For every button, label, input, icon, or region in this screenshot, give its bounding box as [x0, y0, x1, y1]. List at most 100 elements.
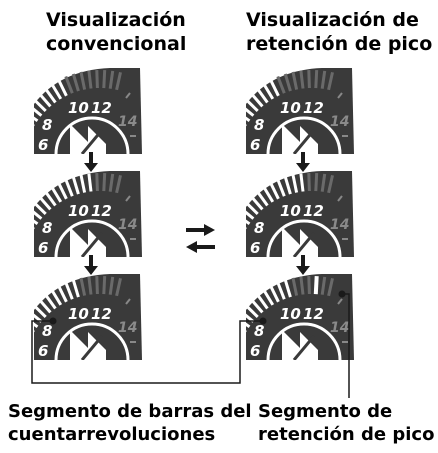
- tachometer-bar-segment: [320, 276, 327, 295]
- tachometer-bar-segment: [242, 103, 255, 117]
- tachometer-bar-segment: [31, 97, 47, 112]
- gauge-label: 12: [91, 305, 112, 323]
- tachometer-bar-segment: [64, 281, 74, 300]
- tachometer-bar-segment: [242, 109, 251, 123]
- gauge-tick: [125, 298, 131, 305]
- tachometer-bar-segment: [299, 173, 305, 192]
- tachometer-bar-segment: [79, 71, 87, 90]
- gauge-label: 12: [91, 99, 112, 117]
- tachometer-bar-segment: [291, 277, 299, 296]
- gauge-label: 10: [280, 99, 301, 117]
- tachometer-bar-segment: [242, 309, 255, 323]
- tachometer-bar-segment: [71, 73, 80, 92]
- gauge-label: 6: [250, 239, 260, 257]
- tachometer-bar-segment: [262, 185, 275, 203]
- tachometer-bar-segment: [30, 206, 43, 220]
- gauge-tick: [337, 298, 343, 305]
- tachometer-gauge-graphic: 6 8 10 12 14: [242, 64, 362, 154]
- tachometer-bar-segment: [30, 109, 39, 123]
- tachometer-bar-segment: [30, 309, 43, 323]
- tachometer-bar-segment: [262, 288, 275, 306]
- gauge-label: 14: [118, 217, 137, 233]
- gauge-peak-hold-step-1: 6 8 10 12 14: [242, 64, 362, 154]
- tachometer-bar-segment: [327, 277, 334, 297]
- logo-mark: [282, 227, 318, 257]
- tachometer-bar-segment: [269, 182, 280, 200]
- tachometer-bar-segment: [327, 174, 334, 194]
- gauge-label: 8: [254, 116, 264, 134]
- heading-line: Visualización: [46, 9, 186, 31]
- tachometer-gauge-graphic: 6 8 10 12 14: [30, 167, 150, 257]
- tachometer-bar-segment: [255, 87, 269, 104]
- heading-conventional: Visualización convencional: [46, 8, 186, 56]
- tachometer-bar-segment: [95, 276, 99, 295]
- tachometer-bar-segment: [102, 173, 107, 192]
- tachometer-bar-segment: [242, 218, 247, 231]
- tachometer-gauge-graphic: 6 8 10 12 14: [30, 270, 150, 360]
- tachometer-bar-segment: [320, 173, 327, 192]
- tachometer-bar-segment: [299, 276, 305, 295]
- gauge-face: [246, 68, 354, 154]
- gauge-label: 10: [280, 202, 301, 220]
- tachometer-bar-segment: [249, 297, 264, 314]
- gauge-label: 8: [254, 219, 264, 237]
- gauge-tick: [337, 195, 343, 202]
- logo-mark: [282, 124, 318, 154]
- tachometer-bar-segment: [307, 276, 311, 295]
- tachometer-bar-segment: [283, 176, 292, 195]
- tachometer-bar-segment: [31, 200, 47, 215]
- gauge-label: 8: [42, 322, 52, 340]
- tachometer-bar-segment: [30, 212, 39, 226]
- gauge-label: 10: [68, 202, 89, 220]
- tachometer-bar-segment: [276, 75, 286, 94]
- tachometer-bar-segment: [276, 281, 286, 300]
- tachometer-bar-segment: [102, 70, 107, 89]
- gauge-label: 6: [250, 136, 260, 154]
- caption-line: Segmento de barras del: [8, 401, 252, 422]
- tachometer-bar-segment: [79, 174, 87, 193]
- tachometer-bar-segment: [242, 212, 251, 226]
- gauge-tick: [125, 92, 131, 99]
- heading-line: Visualización de: [246, 9, 419, 31]
- tachometer-bar-segment: [64, 75, 74, 94]
- gauge-label: 6: [250, 342, 260, 360]
- gauge-peak-hold-step-3: 6 8 10 12 14: [242, 270, 362, 360]
- tachometer-bar-segment: [30, 218, 35, 231]
- gauge-label: 8: [42, 116, 52, 134]
- tachometer-bar-segment: [314, 70, 319, 89]
- gauge-face: [246, 171, 354, 257]
- gauge-label: 14: [330, 320, 349, 336]
- gauge-tick: [125, 195, 131, 202]
- tachometer-bar-segment: [37, 297, 52, 314]
- tachometer-bars: [242, 173, 334, 237]
- caption-line: cuentarrevoluciones: [8, 424, 216, 445]
- logo-mark: [282, 330, 318, 360]
- tachometer-bar-segment: [50, 82, 63, 100]
- tachometer-bar-segment: [299, 70, 305, 89]
- tachometer-bar-segment: [57, 285, 68, 303]
- tachometer-bar-segment: [95, 173, 99, 192]
- tachometer-bar-segment: [307, 173, 311, 192]
- tachometer-bar-segment: [43, 293, 57, 310]
- gauge-label: 10: [280, 305, 301, 323]
- tachometer-bar-segment: [242, 206, 255, 220]
- tachometer-bar-segment: [30, 115, 35, 128]
- gauge-label: 12: [303, 99, 324, 117]
- tachometer-bar-segment: [314, 173, 319, 192]
- gauge-label: 14: [330, 217, 349, 233]
- tachometer-bar-segment: [102, 276, 107, 295]
- gauge-face: [34, 171, 142, 257]
- tachometer-bar-segment: [115, 174, 122, 194]
- tachometer-gauge-graphic: 6 8 10 12 14: [30, 64, 150, 154]
- tachometer-bar-segment: [43, 190, 57, 207]
- tachometer-bar-segment: [243, 97, 259, 112]
- tachometer-bar-segment: [87, 276, 93, 295]
- gauge-conventional-step-3: 6 8 10 12 14: [30, 270, 150, 360]
- caption-tachometer-bar-segment: Segmento de barras del cuentarrevolucion…: [8, 400, 252, 446]
- tachometer-bar-segment: [283, 73, 292, 92]
- gauge-label: 14: [118, 114, 137, 130]
- gauge-label: 10: [68, 305, 89, 323]
- tachometer-bar-segment: [37, 194, 52, 211]
- tachometer-gauge-graphic: 6 8 10 12 14: [242, 167, 362, 257]
- tachometer-bar-segment: [115, 71, 122, 91]
